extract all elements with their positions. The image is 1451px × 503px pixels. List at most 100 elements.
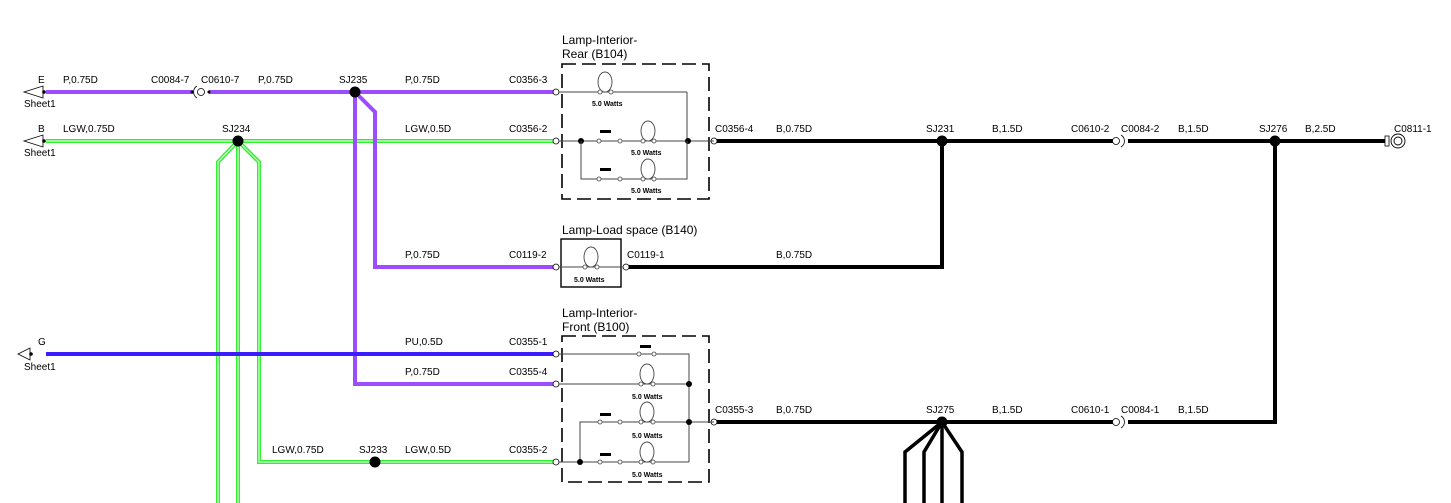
pin-c0355-4-icon <box>552 380 560 388</box>
splice-sj231[interactable] <box>936 135 948 147</box>
inline-connector-c0610-1-icon[interactable] <box>1112 415 1125 429</box>
wire-c0084-1-b[interactable] <box>1128 141 1277 424</box>
sheet-arrow-g-icon[interactable] <box>17 347 33 361</box>
wire-label: B,1.5D <box>992 405 1023 416</box>
connector-label: C0084-2 <box>1121 124 1160 135</box>
splice-label: SJ231 <box>926 124 955 135</box>
lamp-rating: 5.0 Watts <box>632 472 663 479</box>
wire-label: P,0.75D <box>405 75 440 86</box>
wire-label: P,0.75D <box>405 367 440 378</box>
pin-c0119-2-icon <box>552 263 560 271</box>
wire-sj235-load[interactable] <box>353 90 556 269</box>
splice-label: SJ234 <box>222 124 251 135</box>
purple-wires <box>46 90 556 386</box>
splice-label: SJ275 <box>926 405 955 416</box>
wire-label: LGW,0.5D <box>405 445 451 456</box>
wire-label: B,0.75D <box>776 405 812 416</box>
splice-sj233[interactable] <box>369 456 381 468</box>
pin-c0356-3-icon <box>552 88 560 96</box>
door-switch-icon <box>636 345 657 357</box>
wire-sj275-bundle[interactable] <box>903 420 964 503</box>
splice-label: SJ235 <box>339 75 368 86</box>
wire-sj234-branch-right[interactable] <box>236 139 556 464</box>
wire-label: LGW,0.75D <box>63 124 115 135</box>
wire-label: B,1.5D <box>1178 124 1209 135</box>
inline-connector-c0084-7-icon[interactable] <box>190 85 211 99</box>
sheet-pin-label: E <box>38 75 45 86</box>
sheet-arrow-e-icon[interactable] <box>22 85 46 99</box>
wire-label: P,0.75D <box>63 75 98 86</box>
splice-sj276[interactable] <box>1269 135 1281 147</box>
splice-label: SJ276 <box>1259 124 1288 135</box>
wire-load-b[interactable] <box>629 141 944 269</box>
connector-label: C0355-4 <box>509 367 548 378</box>
inline-connector-c0610-2-icon[interactable] <box>1112 134 1125 148</box>
wire-label: LGW,0.75D <box>272 445 324 456</box>
wire-label: B,1.5D <box>1178 405 1209 416</box>
wire-sj235-front[interactable] <box>353 92 556 386</box>
lamp-bulb-icon <box>640 120 657 144</box>
lamp-bulb-icon <box>640 158 657 182</box>
sheet-arrow-b-icon[interactable] <box>22 134 46 148</box>
connector-label: C0355-1 <box>509 337 548 348</box>
door-switch-icon <box>597 453 623 465</box>
black-wires <box>629 139 1385 503</box>
connector-label: C0084-7 <box>151 75 190 86</box>
component-title: Front (B100) <box>562 320 629 334</box>
component-title: Lamp-Load space (B140) <box>562 223 697 237</box>
door-switch-icon <box>596 168 623 182</box>
lamp-rating: 5.0 Watts <box>631 188 662 195</box>
component-lamp-load-space[interactable]: 5.0 Watts Lamp-Load space (B140) <box>552 223 697 288</box>
wire-label: B,0.75D <box>776 250 812 261</box>
connector-label: C0119-2 <box>509 250 547 261</box>
pin-c0355-2-icon <box>552 458 560 466</box>
pin-c0119-1-icon <box>622 263 630 271</box>
sheet-pin-label: B <box>38 124 45 135</box>
lamp-bulb-icon <box>638 363 656 387</box>
lamp-bulb-icon <box>582 246 600 270</box>
sheet-pin-label: G <box>38 337 46 348</box>
component-lamp-interior-front[interactable]: 5.0 Watts 5.0 Watts 5.0 Watts Lamp <box>552 306 718 483</box>
lamp-rating: 5.0 Watts <box>631 150 662 157</box>
door-switch-icon <box>597 413 623 425</box>
wire-label: B,0.75D <box>776 124 812 135</box>
lamp-bulb-icon <box>638 441 656 465</box>
door-switch-icon <box>596 130 623 144</box>
pin-c0356-2-icon <box>552 137 560 145</box>
wire-label: PU,0.5D <box>405 337 443 348</box>
wire-label: P,0.75D <box>258 75 293 86</box>
splice-sj275[interactable] <box>936 416 948 428</box>
wire-label: B,1.5D <box>992 124 1023 135</box>
connector-label: C0610-2 <box>1071 124 1110 135</box>
lamp-bulb-icon <box>597 71 614 95</box>
connector-label: C0084-1 <box>1121 405 1160 416</box>
sheet-ref-link[interactable]: Sheet1 <box>24 148 56 159</box>
wire-label: LGW,0.5D <box>405 124 451 135</box>
ground-connector-c0811-1-icon[interactable] <box>1384 133 1406 149</box>
connector-label: C0355-3 <box>715 405 754 416</box>
wire-label: P,0.75D <box>405 250 440 261</box>
component-title: Rear (B104) <box>562 47 627 61</box>
lgw-wires <box>46 139 556 503</box>
connector-label: C0811-1 <box>1394 124 1432 135</box>
wire-sj234-branch-left[interactable] <box>216 139 240 503</box>
component-lamp-interior-rear[interactable]: 5.0 Watts 5.0 Watts 5.0 Watts Lamp <box>552 33 718 200</box>
connector-label: C0356-2 <box>509 124 548 135</box>
splice-sj234[interactable] <box>232 135 244 147</box>
pin-c0355-1-icon <box>552 350 560 358</box>
connector-label: C0119-1 <box>627 250 665 261</box>
sheet-ref-link[interactable]: Sheet1 <box>24 362 56 373</box>
connector-label: C0356-3 <box>509 75 548 86</box>
lamp-rating: 5.0 Watts <box>632 394 663 401</box>
component-title: Lamp-Interior- <box>562 33 637 47</box>
component-title: Lamp-Interior- <box>562 306 637 320</box>
splice-label: SJ233 <box>359 445 388 456</box>
lamp-bulb-icon <box>638 401 656 425</box>
splice-sj235[interactable] <box>349 86 361 98</box>
wire-label: B,2.5D <box>1305 124 1336 135</box>
sheet-ref-link[interactable]: Sheet1 <box>24 99 56 110</box>
lamp-rating: 5.0 Watts <box>632 433 663 440</box>
connector-label: C0610-1 <box>1071 405 1110 416</box>
connector-label: C0355-2 <box>509 445 548 456</box>
